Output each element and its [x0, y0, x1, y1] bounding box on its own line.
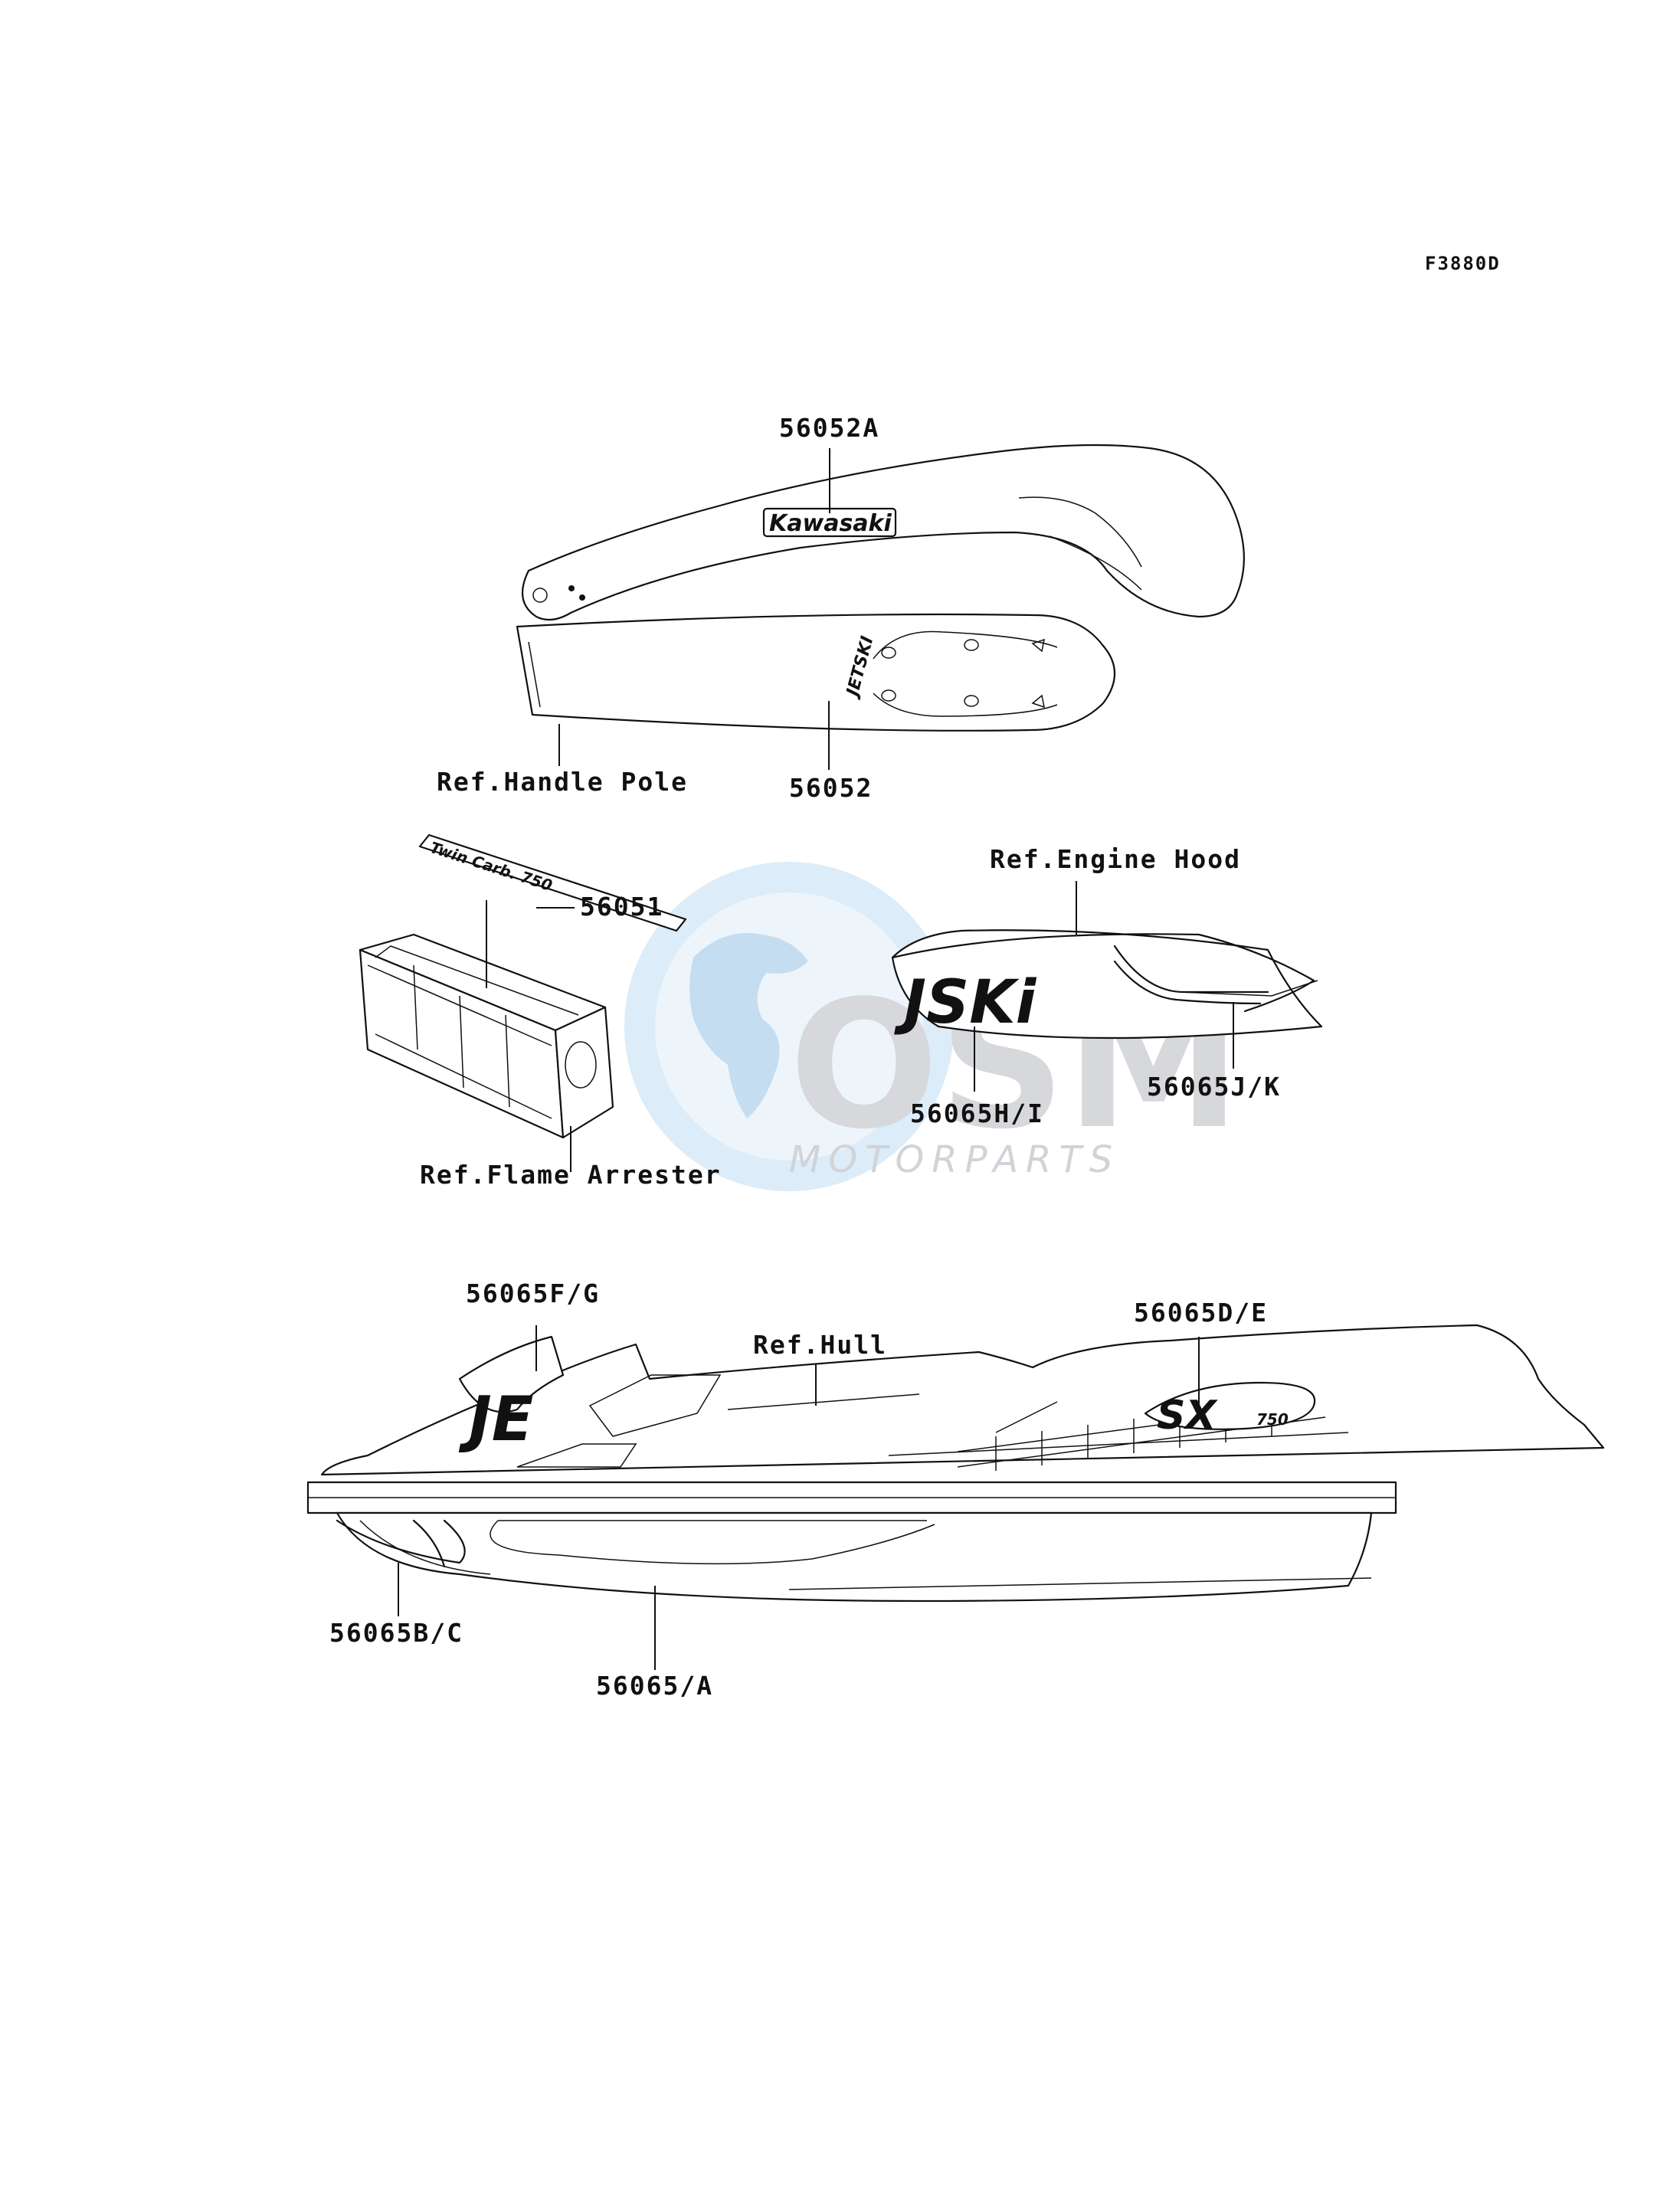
label-56065BC: 56065B/C [329, 1618, 463, 1648]
twin-carb-decal: Twin Carb. 750 [427, 838, 554, 895]
sx-decal: SX [1157, 1393, 1218, 1439]
label-56051: 56051 [580, 892, 663, 922]
label-56065A: 56065/A [596, 1671, 713, 1701]
label-56065JK: 56065J/K [1147, 1072, 1281, 1102]
watermark-sub: MOTORPARTS [789, 1138, 1120, 1181]
engine-hood: JSKi [891, 929, 1323, 1040]
handle-pole-mat: JETSKI [516, 613, 1116, 732]
hull: SX 750 JE [306, 1324, 1605, 1603]
jet-bow-decal: JE [458, 1383, 533, 1455]
handle-pole-pad: Kawasaki [521, 444, 1245, 621]
figure-code: F3880D [1425, 253, 1501, 274]
label-56065HI: 56065H/I [910, 1098, 1044, 1128]
label-56052A: 56052A [779, 413, 879, 443]
sx-sub-decal: 750 [1256, 1410, 1289, 1429]
label-56065FG: 56065F/G [466, 1279, 600, 1308]
label-handle-pole: Ref.Handle Pole [437, 767, 688, 797]
label-engine-hood: Ref.Engine Hood [990, 844, 1241, 874]
label-56052: 56052 [789, 773, 873, 803]
label-flame-arrester: Ref.Flame Arrester [420, 1160, 722, 1190]
label-56065DE: 56065D/E [1134, 1298, 1268, 1328]
hood-jetski-decal: JSKi [894, 968, 1037, 1037]
label-hull: Ref.Hull [753, 1330, 887, 1360]
kawasaki-decal: Kawasaki [769, 510, 892, 537]
flame-arrester: Twin Carb. 750 [359, 833, 687, 1139]
